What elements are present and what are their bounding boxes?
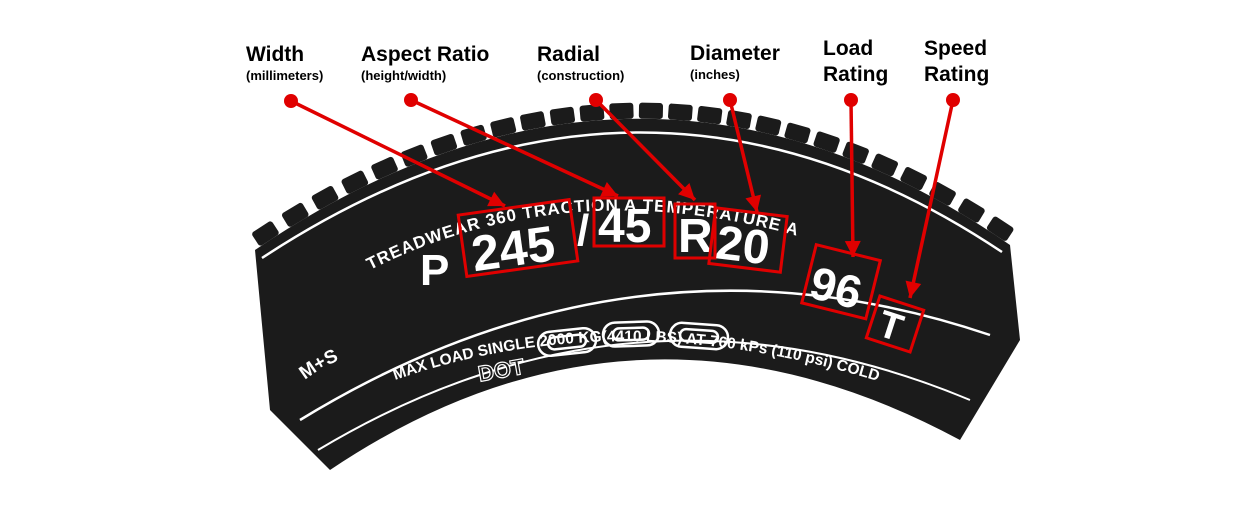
label-radial-title: Radial	[537, 43, 601, 66]
tread-block	[900, 167, 927, 191]
label-radial: Radial (construction)	[537, 42, 624, 83]
tread-block	[697, 106, 723, 125]
pointer-line-diameter	[728, 99, 759, 213]
tread-block	[986, 216, 1014, 241]
tread-block	[609, 102, 634, 120]
width-highlight-box	[456, 197, 580, 279]
tread-block	[667, 103, 693, 121]
pointer-arrowhead-width	[487, 191, 505, 207]
label-width: Width (millimeters)	[246, 42, 323, 83]
tread-block	[958, 198, 985, 223]
tire-construction-value: R	[678, 210, 713, 263]
radial-highlight-box	[673, 202, 717, 260]
speed-highlight-box	[864, 294, 926, 354]
tread-block	[813, 131, 840, 153]
tread-block	[929, 181, 956, 206]
tire-diameter-value: 20	[713, 216, 772, 275]
pointer-arrowhead-radial	[678, 183, 695, 200]
label-diameter-title: Diameter	[690, 42, 780, 65]
tire-width-value: 245	[468, 215, 558, 282]
label-radial-subtitle: (construction)	[537, 68, 625, 83]
pointer-arrowhead-load	[844, 240, 861, 257]
label-load-rating: Load Rating	[823, 36, 888, 88]
label-diameter: Diameter (inches)	[690, 41, 780, 82]
tread-block	[311, 186, 339, 210]
dot-code-ovals	[536, 320, 730, 358]
tire-outer-band	[255, 118, 1020, 470]
tread-block	[520, 111, 546, 131]
label-load-rating-line2: Rating	[823, 63, 889, 86]
tread-block	[281, 202, 309, 227]
tread-block	[755, 115, 782, 136]
label-load-rating-line1: Load	[823, 37, 874, 60]
callout-pointers	[284, 93, 960, 299]
label-width-title: Width	[246, 43, 305, 66]
label-aspect-ratio: Aspect Ratio (height/width)	[361, 42, 489, 83]
tread-block	[638, 102, 664, 120]
label-width-subtitle: (millimeters)	[246, 68, 324, 83]
tread-block	[371, 156, 398, 180]
tire-aspect-value: 45	[598, 200, 651, 253]
tread-block	[842, 141, 869, 164]
tire-load-index-value: 96	[805, 256, 867, 319]
tread-block	[341, 170, 369, 194]
tread-block	[871, 153, 898, 177]
sidewall-groove-inner	[299, 289, 991, 422]
pointer-arrowhead-aspect	[600, 182, 618, 197]
pointer-arrowhead-speed	[905, 280, 922, 298]
rim-area	[300, 361, 980, 516]
label-aspect-ratio-subtitle: (height/width)	[361, 68, 447, 83]
diameter-highlight-box	[707, 206, 789, 274]
tread-block	[252, 221, 279, 246]
pointer-arrowhead-diameter	[745, 194, 762, 212]
sidewall-groove-outer	[261, 131, 1003, 260]
label-speed-rating: Speed Rating	[924, 36, 989, 88]
pointer-line-aspect	[410, 98, 619, 198]
sidewall-groove-inner-2	[317, 339, 971, 451]
load-highlight-box	[799, 242, 883, 321]
tire-prefix-p: P	[420, 246, 449, 295]
pointer-line-radial	[594, 98, 697, 202]
label-speed-rating-line2: Rating	[924, 63, 990, 86]
tread-block	[490, 117, 517, 138]
tread-blocks	[252, 102, 1014, 246]
tread-block	[549, 106, 576, 126]
tread-block	[430, 133, 458, 156]
pointer-line-load	[849, 99, 855, 258]
tread-block	[401, 144, 428, 167]
aspect-highlight-box	[592, 196, 666, 248]
label-speed-rating-line1: Speed	[924, 37, 988, 60]
tread-block	[579, 104, 605, 122]
tread-block	[784, 122, 811, 144]
label-aspect-ratio-title: Aspect Ratio	[361, 43, 490, 66]
label-diameter-subtitle: (inches)	[690, 67, 740, 82]
tire-slash: /	[577, 206, 589, 255]
pointer-line-width	[290, 99, 506, 208]
tread-block	[460, 124, 487, 146]
pointer-line-speed	[908, 99, 955, 299]
